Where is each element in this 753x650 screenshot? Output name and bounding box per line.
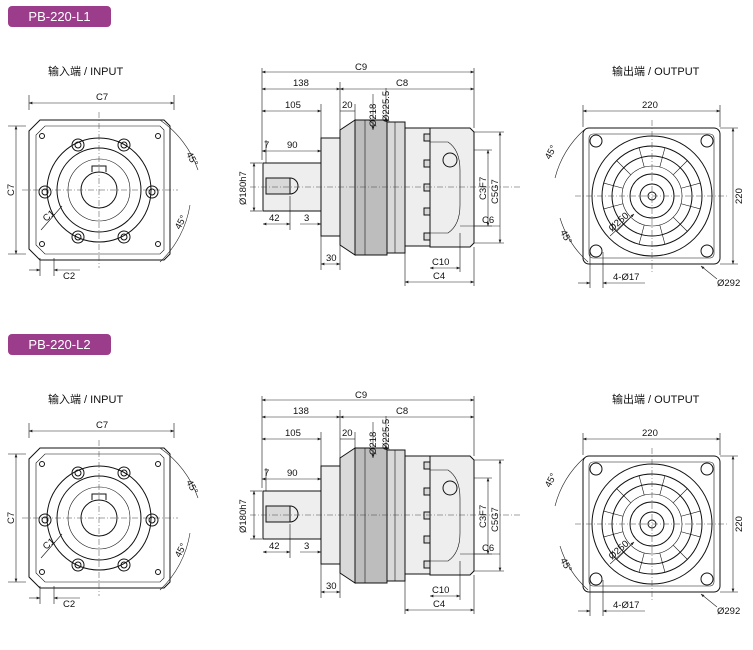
dim-105: 105 (285, 100, 301, 111)
dim-d218: Ø218 (368, 432, 379, 455)
dim-c6: C6 (482, 543, 494, 554)
dim-holes: 4-Ø17 (613, 600, 639, 611)
dim-c3: C3F7 (478, 177, 489, 200)
dim-7: 7 (264, 140, 269, 151)
input-view: 输入端 / INPUT C7 C7 (6, 392, 200, 610)
dim-c9: C9 (355, 62, 367, 73)
section-pb-220-l1: 输入端 / INPUT C7 C7 (6, 62, 745, 289)
dim-20: 20 (342, 428, 353, 439)
dim-c7-side: C7 (6, 512, 17, 524)
angle-45-lower: 45° (173, 213, 190, 231)
dim-220-top: 220 (642, 428, 658, 439)
dim-c2: C2 (63, 271, 75, 282)
dim-220-side: 220 (734, 188, 745, 204)
dim-42: 42 (269, 541, 280, 552)
dim-d292: Ø292 (717, 606, 740, 617)
dim-105: 105 (285, 428, 301, 439)
input-title: 输入端 / INPUT (48, 392, 123, 406)
dim-d218: Ø218 (368, 104, 379, 127)
dim-holes: 4-Ø17 (613, 272, 639, 283)
input-view: 输入端 / INPUT C7 C7 (6, 64, 200, 282)
dim-138: 138 (293, 78, 309, 89)
dim-d180: Ø180h7 (238, 171, 249, 205)
dim-220-side: 220 (734, 516, 745, 532)
dim-c8: C8 (396, 406, 408, 417)
dim-c10: C10 (432, 257, 449, 268)
dim-42: 42 (269, 213, 280, 224)
dim-c7-top: C7 (96, 420, 108, 431)
dim-3: 3 (304, 213, 309, 224)
dim-c1: C1 (41, 208, 57, 224)
output-title: 输出端 / OUTPUT (612, 64, 700, 78)
output-view: 输出端 / OUTPUT 220 220 (543, 64, 745, 289)
section-pb-220-l2: 输入端 / INPUT C7 C7 (6, 390, 745, 617)
output-title: 输出端 / OUTPUT (612, 392, 700, 406)
dim-d250: Ø250 (607, 210, 632, 234)
angle-45-upper: 45° (183, 478, 200, 496)
dim-d292: Ø292 (717, 278, 740, 289)
dim-90: 90 (287, 140, 298, 151)
dim-c3: C3F7 (478, 505, 489, 528)
dim-3: 3 (304, 541, 309, 552)
dim-7: 7 (264, 468, 269, 479)
dim-90: 90 (287, 468, 298, 479)
dim-138: 138 (293, 406, 309, 417)
dim-d225: Ø225.5 (381, 91, 392, 122)
input-title: 输入端 / INPUT (48, 64, 123, 78)
dim-c9: C9 (355, 390, 367, 401)
side-view: C9 138 C8 105 20 Ø218 Ø225.5 7 90 (238, 62, 520, 286)
dim-c6: C6 (482, 215, 494, 226)
dim-c4: C4 (433, 271, 445, 282)
dim-30: 30 (326, 581, 337, 592)
dim-c4: C4 (433, 599, 445, 610)
dim-220-top: 220 (642, 100, 658, 111)
dim-20: 20 (342, 100, 353, 111)
out-angle-45-upper: 45° (543, 143, 560, 161)
angle-45-lower: 45° (173, 541, 190, 559)
dim-c5: C5G7 (490, 179, 501, 204)
model-badge-2: PB-220-L2 (8, 334, 111, 355)
out-angle-45-lower: 45° (557, 556, 574, 574)
dim-d250: Ø250 (607, 538, 632, 562)
out-angle-45-upper: 45° (543, 471, 560, 489)
angle-45-upper: 45° (183, 150, 200, 168)
dim-d180: Ø180h7 (238, 499, 249, 533)
dim-c5: C5G7 (490, 507, 501, 532)
dim-c1: C1 (41, 536, 57, 552)
side-view: C9 138 C8 105 20 Ø218 Ø225.5 7 90 (238, 390, 520, 614)
out-angle-45-lower: 45° (557, 228, 574, 246)
dim-c7-top: C7 (96, 92, 108, 103)
dim-c2: C2 (63, 599, 75, 610)
output-view: 输出端 / OUTPUT 220 220 (543, 392, 745, 617)
model-badge-1: PB-220-L1 (8, 6, 111, 27)
dim-d225: Ø225.5 (381, 419, 392, 450)
dim-c7-side: C7 (6, 184, 17, 196)
dim-c8: C8 (396, 78, 408, 89)
dim-30: 30 (326, 253, 337, 264)
dim-c10: C10 (432, 585, 449, 596)
